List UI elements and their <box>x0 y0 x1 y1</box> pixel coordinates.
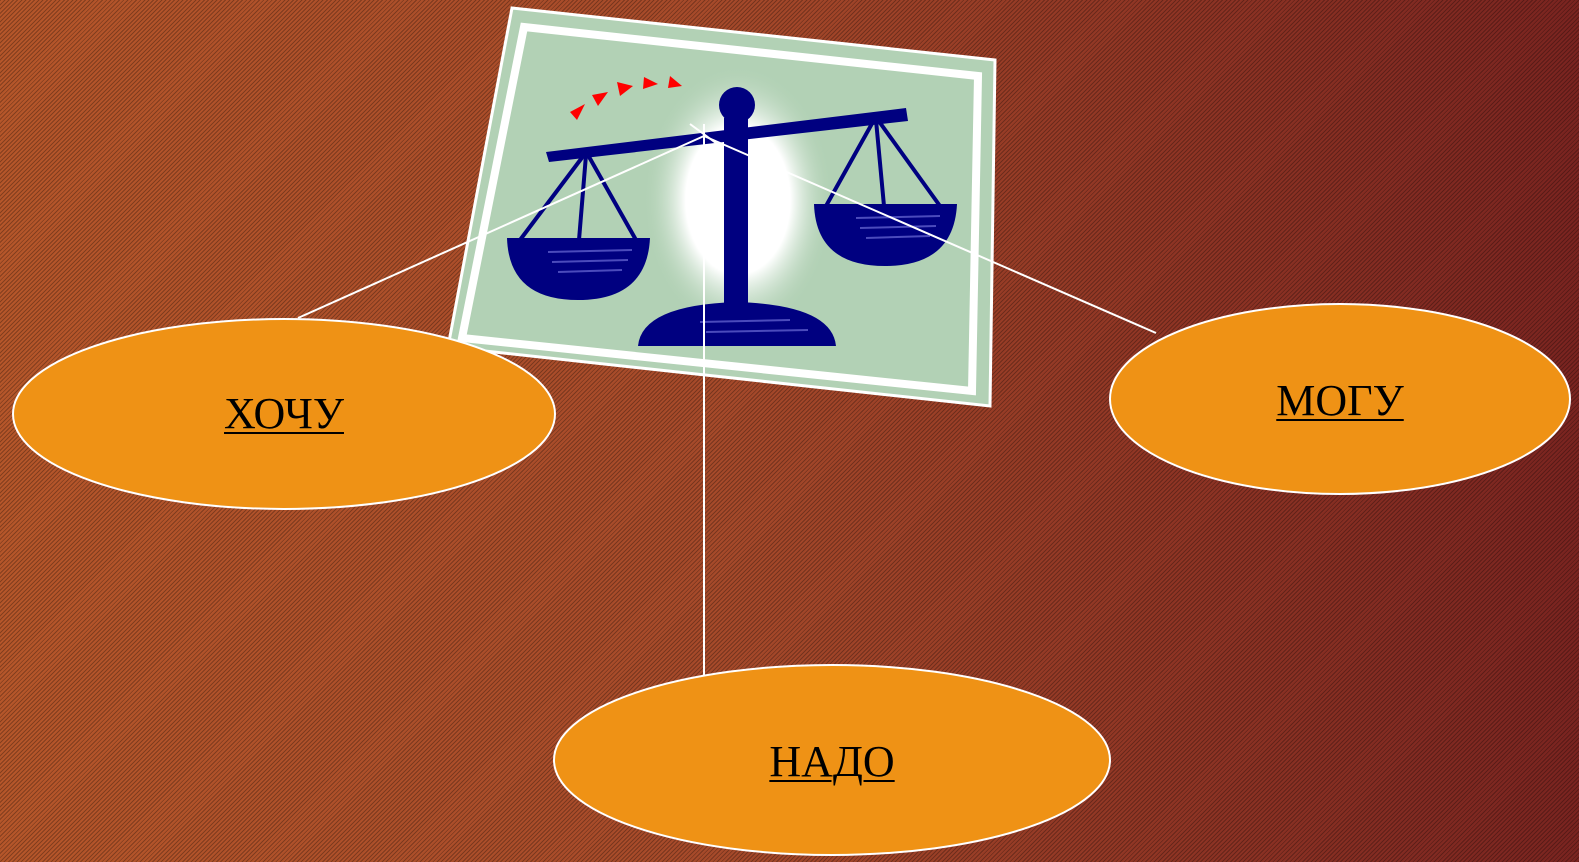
scales-picture <box>446 6 997 408</box>
accent-marks <box>570 76 682 120</box>
pan-highlights <box>547 215 941 333</box>
connector-to-want <box>297 135 705 319</box>
oval-must <box>553 664 1111 856</box>
label-must: НАДО <box>769 737 895 786</box>
left-pan <box>507 153 650 300</box>
label-want: ХОЧУ <box>224 389 344 438</box>
scales-of-justice-icon <box>507 87 957 346</box>
oval-want <box>12 318 556 510</box>
label-can: МОГУ <box>1276 376 1404 425</box>
scales-post <box>724 118 748 318</box>
connectors <box>297 123 1157 680</box>
connector-cross <box>689 123 721 147</box>
scales-knob <box>719 87 755 123</box>
right-pan <box>814 118 957 266</box>
connector-to-can <box>703 135 1157 334</box>
oval-can <box>1109 303 1571 495</box>
scales-base <box>638 302 836 346</box>
